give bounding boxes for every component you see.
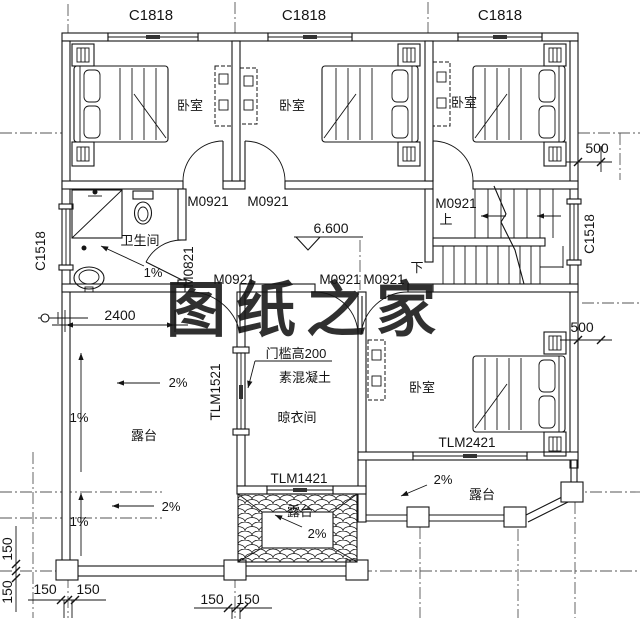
window-label-tlm1521: TLM1521 [208,363,223,420]
door-label-m0921-4: M0921 [213,272,254,287]
dim-500-bottom: 500 [570,319,594,335]
door-label-m0921-1: M0921 [187,194,228,209]
window-label-c1818-1: C1818 [129,7,173,24]
slope-1pct-terrace-1: 1% [70,410,89,425]
door-label-m0921-2: M0921 [247,194,288,209]
room-label-laundry: 晾衣间 [277,410,316,425]
dim-150-bc-2: 150 [236,591,260,607]
slope-annotations [78,245,428,556]
dim-150-bl-1: 150 [33,581,57,597]
shower-head-icon [92,189,98,195]
room-label-terrace-right: 露台 [469,487,495,502]
labels: C1818 C1818 C1818 卧室 卧室 卧室 卧室 卫生间 露台 露台 … [0,7,609,607]
right-terrace-railing [366,460,584,528]
wardrobes [214,61,451,401]
watermark-text: 图纸之家 [166,278,446,344]
elevation-triangle-icon [294,236,322,251]
window-label-c1518-left: C1518 [33,231,48,271]
dim-2400: 2400 [104,307,135,323]
pipe-symbol-icon [38,312,88,324]
slope-2pct-terrace-right: 2% [434,472,453,487]
doors [145,140,474,336]
windows [58,32,582,495]
slope-1pct-terrace-2: 1% [70,514,89,529]
dim-150-left-1: 150 [0,537,15,561]
dim-150-left-2: 150 [0,580,15,604]
window-label-c1818-3: C1818 [478,7,522,24]
window-label-c1518-right: C1518 [582,214,597,254]
slope-2pct-terrace-2: 2% [162,499,181,514]
dimensions [11,146,612,619]
room-label-terrace-left: 露台 [131,428,157,443]
slope-2pct-terrace-small: 2% [308,526,327,541]
note-threshold: 门槛高200 [266,346,327,361]
elevation-value: 6.600 [313,220,348,236]
slope-1pct-bathroom: 1% [144,265,163,280]
room-label-bedroom-1: 卧室 [177,98,203,113]
window-label-c1818-2: C1818 [282,7,326,24]
dim-150-bl-2: 150 [76,581,100,597]
dim-150-bc-1: 150 [200,591,224,607]
room-label-bedroom-2: 卧室 [279,98,305,113]
note-concrete: 素混凝土 [279,370,331,385]
tiled-terrace [237,493,358,563]
door-label-m0921-6: M0921 [363,272,404,287]
room-label-terrace-small: 露台 [287,504,313,519]
room-label-bedroom-3: 卧室 [451,95,477,110]
toilet-icon [132,190,154,225]
nightstands [71,43,567,457]
window-label-tlm1421: TLM1421 [270,471,327,486]
slope-2pct-terrace-1: 2% [169,375,188,390]
sink-icon [73,266,105,293]
door-label-m0921-5: M0921 [319,272,360,287]
stair-up-label: 上 [439,212,452,227]
door-label-m0821: M0821 [181,246,196,287]
dim-500-top: 500 [585,140,609,156]
room-label-bathroom: 卫生间 [120,233,159,248]
floor-drain-icon [81,245,87,251]
door-label-m0921-3: M0921 [435,196,476,211]
beds [71,43,567,457]
window-label-tlm2421: TLM2421 [438,435,495,450]
room-label-bedroom-4: 卧室 [409,380,435,395]
stair-down-label: 下 [410,260,423,275]
bathroom-fixtures [71,189,154,293]
stairs [432,185,564,285]
